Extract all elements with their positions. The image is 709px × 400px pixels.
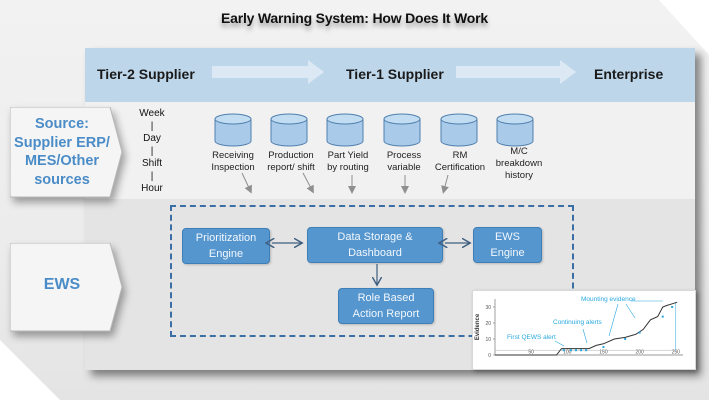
annotation-arrow	[625, 303, 636, 319]
annotation-arrow	[608, 303, 619, 337]
source-arrow	[302, 172, 314, 194]
data-source-label-line: Inspection	[211, 162, 255, 173]
data-source-label-line: Receiving	[212, 150, 254, 161]
data-source-label-line: by routing	[327, 162, 369, 173]
x-tick-label: 100	[563, 350, 572, 356]
database-icon	[214, 113, 252, 152]
source-panel: Source: Supplier ERP/ MES/Other sources	[10, 107, 123, 198]
corner-decoration	[659, 0, 709, 55]
data-storage-dashboard-box[interactable]: Data Storage & Dashboard	[307, 227, 443, 263]
database-icon	[270, 113, 308, 152]
ews-panel: EWS	[10, 243, 123, 332]
tier-2-supplier-label: Tier-2 Supplier	[97, 66, 195, 82]
y-tick-label: 10	[485, 337, 491, 343]
source-arrow	[241, 172, 252, 194]
enterprise-label: Enterprise	[594, 66, 664, 82]
data-source-label-line: Certification	[434, 162, 486, 173]
time-separator: |	[150, 145, 154, 157]
source-arrow	[441, 174, 449, 194]
x-tick-label: 150	[599, 350, 608, 356]
alert-point	[602, 346, 605, 348]
alert-point	[562, 349, 565, 352]
box-text: Prioritization	[195, 232, 257, 244]
page-title: Early Warning System: How Does It Work	[220, 10, 488, 26]
y-tick-label: 20	[485, 321, 491, 327]
annotation-first-alert: First QEWS alert	[507, 334, 556, 341]
ews-label: EWS	[43, 276, 81, 293]
time-shift: Shift	[141, 158, 162, 169]
box-text: Dashboard	[348, 247, 402, 259]
database-icon	[326, 113, 364, 152]
box-text: Data Storage &	[337, 231, 413, 243]
time-scale: Week | Day | Shift | Hour	[132, 108, 172, 196]
time-hour: Hour	[141, 183, 163, 194]
source-line: MES/Other	[24, 153, 100, 169]
tier-band	[85, 48, 695, 102]
alert-point	[624, 338, 627, 340]
alert-point	[574, 349, 577, 352]
box-text: Role Based	[357, 292, 415, 304]
corner-decoration-bottom	[0, 340, 60, 400]
data-source-label-line: RM	[452, 150, 468, 161]
x-tick-label: 250	[672, 350, 681, 356]
alert-point	[671, 306, 674, 308]
time-separator: |	[150, 170, 154, 182]
alert-point	[585, 349, 588, 352]
x-tick-label: 50	[528, 350, 534, 356]
data-source-label-line: Production	[268, 150, 314, 161]
annotation-arrow	[554, 340, 565, 347]
source-line: Supplier ERP/	[14, 134, 110, 151]
alert-point	[569, 349, 572, 352]
ews-system-boundary	[170, 205, 574, 337]
ews-engine-box[interactable]: EWS Engine	[473, 227, 542, 263]
data-source-label-line: Part Yield	[327, 150, 369, 161]
database-icon	[496, 113, 534, 152]
ews-pentagon-shape	[10, 243, 123, 332]
time-separator: |	[150, 120, 154, 132]
x-tick-label: 200	[635, 350, 644, 356]
source-line: Source:	[35, 116, 89, 132]
data-source-label-line: report/ shift	[267, 162, 315, 173]
annotation-mounting-evidence: Mounting evidence	[581, 296, 636, 303]
data-source-label-line: variable	[387, 162, 421, 173]
alert-point	[638, 331, 641, 334]
alert-point	[661, 315, 664, 318]
annotation-continuing-alerts: Continuing alerts	[553, 319, 603, 326]
flow-arrow-icon	[456, 60, 576, 84]
data-source-label-line: Process	[386, 150, 422, 161]
evidence-line	[495, 301, 678, 356]
source-line: sources	[34, 171, 90, 188]
time-day: Day	[143, 133, 161, 144]
database-icon	[440, 113, 478, 152]
box-text: Engine	[208, 248, 244, 260]
tier-1-supplier-label: Tier-1 Supplier	[346, 66, 444, 82]
y-tick-label: 30	[485, 305, 491, 311]
data-source-label-line: M/C	[510, 146, 528, 157]
database-icon	[383, 113, 421, 152]
source-pentagon-shape	[10, 107, 123, 198]
alert-point	[580, 349, 583, 352]
box-text: Engine	[490, 247, 525, 259]
flow-arrow-icon	[212, 60, 324, 84]
data-source-label-line: history	[505, 170, 533, 181]
box-text: EWS	[494, 231, 521, 243]
y-axis-label: Evidence	[475, 313, 481, 340]
annotation-arrow	[582, 328, 588, 344]
box-text: Action Report	[352, 308, 420, 320]
data-source-label-line: breakdown	[495, 158, 543, 169]
time-week: Week	[139, 108, 165, 119]
y-tick-label: 0	[488, 353, 491, 359]
